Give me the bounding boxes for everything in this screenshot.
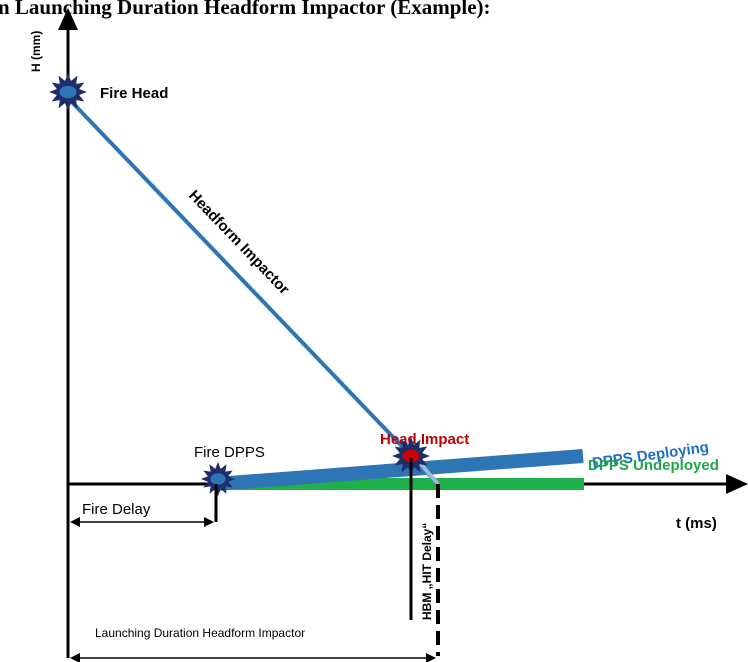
headform-impactor-line bbox=[66, 96, 440, 486]
hit-delay-interval bbox=[409, 458, 440, 656]
launching-duration-label: Launching Duration Headform Impactor bbox=[95, 626, 305, 640]
head-impact-label: Head Impact bbox=[380, 431, 469, 448]
fire-dpps-burst-icon bbox=[200, 461, 236, 497]
head-impact-burst-icon bbox=[392, 437, 430, 475]
fire-head-burst-icon bbox=[49, 73, 87, 111]
y-axis bbox=[58, 8, 78, 658]
fire-delay-interval bbox=[70, 484, 218, 527]
burst-core bbox=[210, 473, 226, 485]
headform-impactor-label: Headform Impactor bbox=[185, 187, 293, 298]
hit-delay-label: HBM „HIT Delay“ bbox=[420, 523, 434, 620]
diagram-title: n Launching Duration Headform Impactor (… bbox=[0, 0, 491, 19]
fire-delay-label: Fire Delay bbox=[82, 501, 151, 518]
y-axis-arrowhead bbox=[58, 8, 78, 30]
burst-core bbox=[59, 85, 77, 99]
x-axis-arrowhead bbox=[726, 474, 748, 494]
dpps-deploying-line bbox=[215, 449, 584, 491]
y-axis-label: H (mm) bbox=[29, 31, 43, 72]
fire-dpps-label: Fire DPPS bbox=[194, 444, 265, 461]
fire-head-label: Fire Head bbox=[100, 85, 168, 102]
burst-core bbox=[402, 449, 420, 463]
dpps-undeployed-label: DPPS Undeployed bbox=[588, 457, 719, 474]
x-axis-label: t (ms) bbox=[676, 515, 717, 532]
